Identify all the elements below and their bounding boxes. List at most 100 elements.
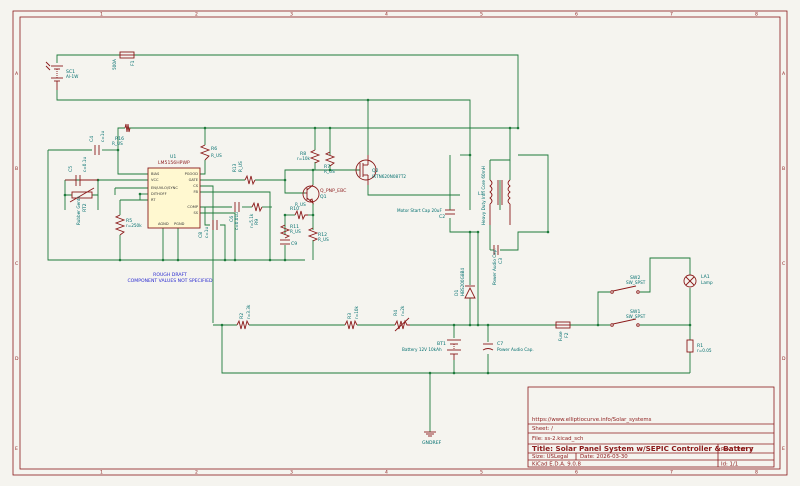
zone-row: E <box>782 446 785 452</box>
u1-pin-pgood: PGOOD <box>185 172 199 176</box>
la1-ref: LA1 <box>701 274 710 280</box>
u1-pin-vcc: VCC <box>151 178 159 182</box>
r8-ref: R8 <box>300 151 306 157</box>
zone-col: 6 <box>575 470 578 476</box>
sc1-ref: SC1 <box>66 69 75 75</box>
ic-u1[interactable]: U1 LM5156HPWP BIAS VCC EN/UVLO/SYNC DITH… <box>147 154 201 229</box>
zone-col: 2 <box>195 470 198 476</box>
r6-ref: R6 <box>211 146 217 152</box>
resistor-r13[interactable]: R13 R_US <box>232 161 256 186</box>
zone-col: 7 <box>670 470 673 476</box>
resistor-r2[interactable]: R2 r=3.3k <box>236 304 251 330</box>
c9-ref: C9 <box>291 241 297 247</box>
c3-value: Power Audio Cap. <box>492 248 497 285</box>
r16-value: R_US <box>112 141 123 146</box>
r1-ref: R1 <box>697 343 703 349</box>
lamp-la1[interactable]: LA1 Lamp <box>683 274 713 288</box>
diode-d1[interactable]: D1 HBS200G8B4 <box>454 268 476 299</box>
capacitor-c7[interactable]: C7 Power Audio Cap. <box>482 341 534 352</box>
u1-pin-pgnd: PGND <box>174 222 185 226</box>
u1-pin-comp: COMP <box>187 205 198 209</box>
c4-ref: C4 <box>89 136 95 142</box>
u1-pin-agnd: AGND <box>158 222 169 226</box>
sw1-value: SW_SPST <box>626 314 646 319</box>
resistor-r1[interactable]: R1 r=0.05 <box>686 339 712 353</box>
title-block: https://www.elliptiocurve.info/Solar_sys… <box>527 386 775 468</box>
zone-row: C <box>782 261 785 267</box>
c5-ref: C5 <box>68 166 74 172</box>
bt1-ref: BT1 <box>437 341 446 347</box>
zone-col: 1 <box>100 12 103 18</box>
zone-row: A <box>15 71 19 77</box>
rt2-value: Rubber Gents <box>76 196 81 225</box>
zone-row: D <box>15 356 19 362</box>
r12-value: R_US <box>318 237 329 242</box>
zone-col: 7 <box>670 12 673 18</box>
battery-bt1[interactable]: BT1 Battery 12V 10kAh <box>402 339 461 360</box>
resistor-r4[interactable]: R4 r=2k <box>393 305 410 332</box>
resistor-r7[interactable]: R7 R_US <box>324 151 336 174</box>
r13-ref: R13 <box>232 163 237 172</box>
u1-ref: U1 <box>170 154 176 160</box>
resistor-r9[interactable]: R9 r=5.1k <box>249 201 263 228</box>
capacitor-c2[interactable]: Motor Start Cap 20uF C2 <box>397 208 455 220</box>
resistor-r16[interactable]: R16 R_US <box>112 123 131 146</box>
u1-pin-ss: SS <box>193 211 198 215</box>
thermistor-rt2[interactable]: Rubber Gents RT2 <box>69 187 95 225</box>
r10-value: R_US <box>295 202 306 207</box>
mosfet-q2[interactable]: Q2 IXTN620N087T2 <box>355 155 406 185</box>
switch-sw2[interactable]: SW2 SW_SPST <box>610 275 646 294</box>
q2-ref: Q2 <box>372 168 379 174</box>
d1-value: HBS200G8B4 <box>460 268 465 296</box>
draft-notes: ROUGH DRAFT COMPONENT VALUES NOT SPECIFI… <box>127 272 213 284</box>
l1-ref: L1 <box>478 191 484 197</box>
capacitor-c8[interactable]: C8 c=1u <box>198 220 218 238</box>
bt1-value: Battery 12V 10kAh <box>402 347 442 352</box>
resistor-r5[interactable]: R5 r=250k <box>114 214 142 236</box>
resistor-r3[interactable]: R3 r=10k <box>344 305 359 330</box>
gnd-label: GNDREF <box>422 440 442 446</box>
tb-sheet: Sheet: / <box>532 426 553 432</box>
c8-ref: C8 <box>198 232 204 238</box>
component-values-note: COMPONENT VALUES NOT SPECIFIED <box>127 278 213 284</box>
sw1-ref: SW1 <box>630 309 640 315</box>
u1-pin-en: EN/UVLO/SYNC <box>151 186 178 190</box>
zone-col: 4 <box>385 12 388 18</box>
q1-ref: Q1 <box>320 194 327 200</box>
r4-ref: R4 <box>393 310 399 316</box>
zone-row: C <box>15 261 18 267</box>
resistor-r10[interactable]: R10 R_US <box>290 202 308 221</box>
capacitor-c4[interactable]: C4 c=1u <box>89 131 105 155</box>
zone-row: B <box>782 166 785 172</box>
sc1-value: Al-1W <box>66 74 78 79</box>
zone-col: 8 <box>755 470 758 476</box>
resistor-r11[interactable]: R11 R_US <box>279 224 301 239</box>
la1-value: Lamp <box>701 280 713 285</box>
f2-value: Fuse <box>558 331 563 341</box>
u1-pin-fb: FB <box>193 190 198 194</box>
resistor-r8[interactable]: R8 r=10k <box>297 149 321 164</box>
inductor-l1[interactable]: Heavy Duty Iron Core 60mH L1 <box>478 166 511 225</box>
zone-row: B <box>15 166 18 172</box>
tb-id: Id: 1/1 <box>721 462 738 468</box>
resistor-r12[interactable]: R12 R_US <box>307 227 329 242</box>
r1-value: r=0.05 <box>697 348 712 353</box>
capacitor-c9[interactable]: C9 <box>280 239 297 247</box>
fuse-f1[interactable]: 500A F1 <box>112 51 136 70</box>
transistor-q1[interactable]: Q1 Q_PNP_EBC <box>302 184 346 205</box>
tb-rev: Rev: Draft 2 <box>721 447 753 453</box>
r7-value: R_US <box>324 169 335 174</box>
switch-sw1[interactable]: SW1 SW_SPST <box>610 309 646 327</box>
r2-ref: R2 <box>239 313 245 319</box>
outer-frame <box>12 10 788 476</box>
r9-ref: R9 <box>254 219 260 225</box>
capacitor-c5[interactable]: C5 c=0.1u <box>65 157 98 186</box>
zone-col: 2 <box>195 12 198 18</box>
capacitor-c3[interactable]: Power Audio Cap. C3 <box>492 245 504 285</box>
fuse-f2[interactable]: Fuse F2 <box>555 321 571 341</box>
solar-cell-sc1[interactable]: SC1 Al-1W <box>45 61 78 90</box>
resistor-r6[interactable]: R6 R_US <box>199 144 222 161</box>
capacitor-c6[interactable]: C6 c=0.01u <box>229 202 240 230</box>
r4-value: r=2k <box>400 305 405 316</box>
